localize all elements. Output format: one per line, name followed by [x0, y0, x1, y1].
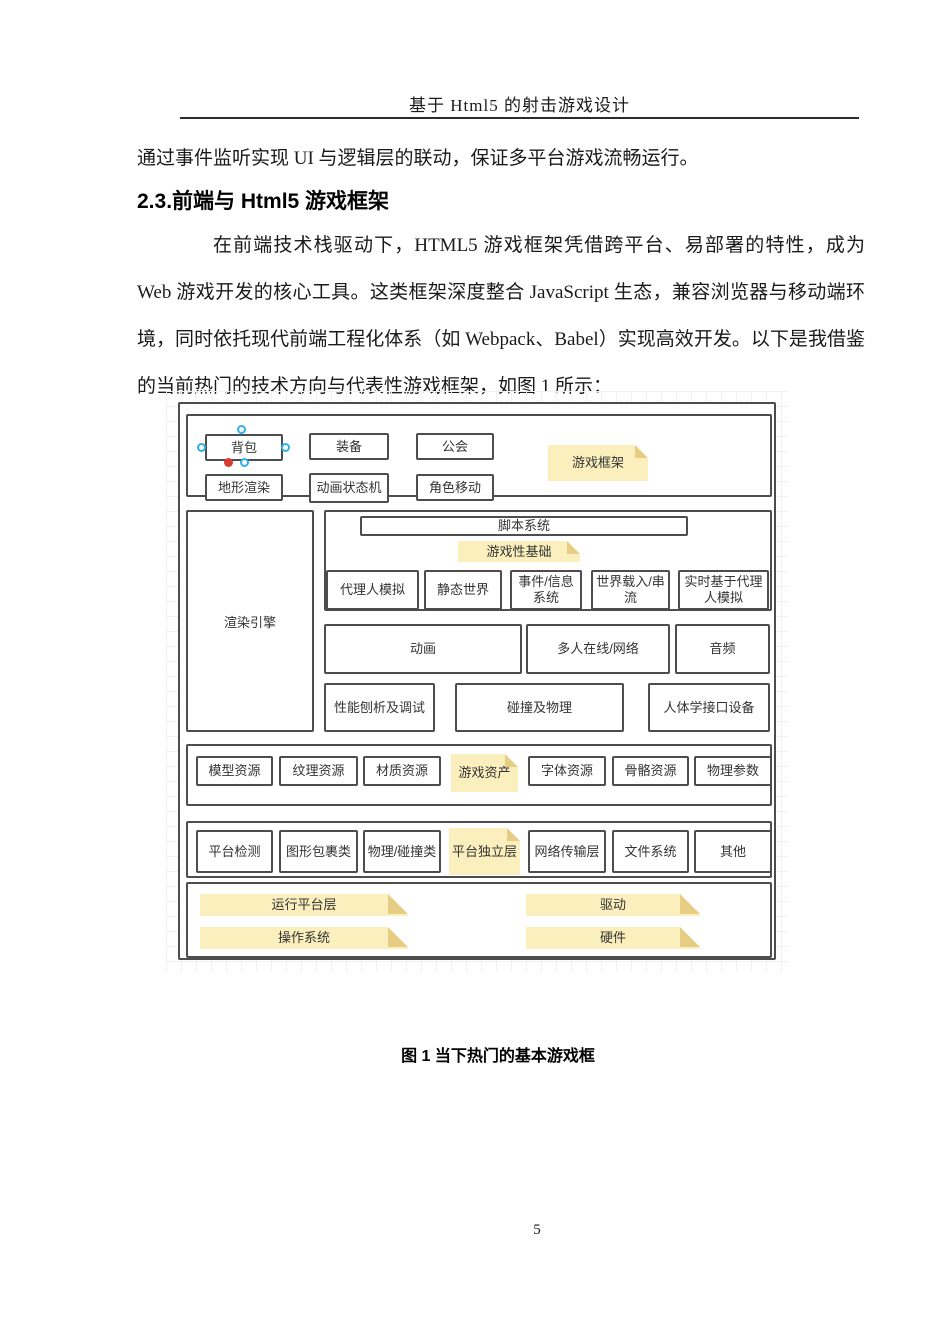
- note-drivers[interactable]: 驱动: [526, 894, 700, 916]
- box-physics-collision-wrapper[interactable]: 物理/碰撞类: [363, 830, 441, 873]
- box-static-world[interactable]: 静态世界: [424, 570, 502, 610]
- box-equipment[interactable]: 装备: [309, 433, 389, 460]
- game-framework-diagram[interactable]: 背包 装备 公会 游戏框架 地形渲染 动画状态机 角色移动 渲染引擎 脚本系统 …: [178, 402, 776, 960]
- box-guild[interactable]: 公会: [416, 433, 494, 460]
- body-paragraph: 在前端技术栈驱动下，HTML5 游戏框架凭借跨平台、易部署的特性，成为 Web …: [137, 235, 865, 397]
- box-character-move[interactable]: 角色移动: [416, 474, 494, 501]
- box-collision-physics[interactable]: 碰撞及物理: [455, 683, 624, 732]
- box-render-engine[interactable]: 渲染引擎: [186, 510, 314, 732]
- section-game-framework[interactable]: 背包 装备 公会 游戏框架 地形渲染 动画状态机 角色移动: [186, 414, 772, 503]
- note-runtime-platform-layer[interactable]: 运行平台层: [200, 894, 408, 916]
- box-network-transport-layer[interactable]: 网络传输层: [528, 830, 606, 873]
- box-event-message-system[interactable]: 事件/信息系统: [510, 570, 582, 610]
- selection-anchor-red-dot[interactable]: [224, 458, 233, 467]
- box-font-assets[interactable]: 字体资源: [528, 756, 606, 786]
- box-file-system[interactable]: 文件系统: [612, 830, 689, 873]
- box-terrain-render[interactable]: 地形渲染: [205, 474, 283, 501]
- section-game-assets[interactable]: 模型资源 纹理资源 材质资源 游戏资产 字体资源 骨骼资源 物理参数: [186, 744, 772, 806]
- box-multiplayer-network[interactable]: 多人在线/网络: [526, 624, 670, 674]
- box-human-interface-device[interactable]: 人体学接口设备: [648, 683, 770, 732]
- note-game-framework[interactable]: 游戏框架: [548, 445, 648, 481]
- box-profiling-debug[interactable]: 性能刨析及调试: [324, 683, 435, 732]
- box-skeleton-assets[interactable]: 骨骼资源: [612, 756, 689, 786]
- intro-paragraph: 通过事件监听实现 UI 与逻辑层的联动，保证多平台游戏流畅运行。: [137, 148, 699, 169]
- box-audio[interactable]: 音频: [675, 624, 770, 674]
- box-platform-detection[interactable]: 平台检测: [196, 830, 273, 873]
- note-gameplay-foundation[interactable]: 游戏性基础: [458, 541, 580, 562]
- selection-handle-bottom[interactable]: [240, 458, 249, 467]
- selection-handle-top[interactable]: [237, 425, 246, 434]
- box-other[interactable]: 其他: [694, 830, 772, 873]
- box-graphics-wrapper[interactable]: 图形包裹类: [279, 830, 358, 873]
- box-realtime-agent-simulation[interactable]: 实时基于代理人模拟: [678, 570, 769, 610]
- box-script-system[interactable]: 脚本系统: [360, 516, 688, 536]
- box-agent-simulation[interactable]: 代理人模拟: [326, 570, 419, 610]
- box-material-assets[interactable]: 材质资源: [363, 756, 441, 786]
- page-number: 5: [533, 1222, 541, 1238]
- box-anim-state-machine[interactable]: 动画状态机: [309, 473, 389, 503]
- box-backpack[interactable]: 背包: [205, 434, 283, 461]
- selection-handle-right[interactable]: [281, 443, 290, 452]
- box-model-assets[interactable]: 模型资源: [196, 756, 273, 786]
- note-platform-independent-layer[interactable]: 平台独立层: [449, 828, 520, 875]
- box-world-loading-streaming[interactable]: 世界载入/串流: [591, 570, 670, 610]
- note-hardware[interactable]: 硬件: [526, 927, 700, 949]
- section-runtime-platform[interactable]: 运行平台层 驱动 操作系统 硬件: [186, 882, 772, 958]
- note-game-assets[interactable]: 游戏资产: [451, 754, 518, 792]
- selection-handle-left[interactable]: [197, 443, 206, 452]
- header-rule: [180, 117, 859, 119]
- box-texture-assets[interactable]: 纹理资源: [279, 756, 358, 786]
- note-operating-system[interactable]: 操作系统: [200, 927, 408, 949]
- page-header-title: 基于 Html5 的射击游戏设计: [409, 96, 630, 115]
- section-heading: 2.3.前端与 Html5 游戏框架: [137, 190, 390, 213]
- box-physics-params[interactable]: 物理参数: [694, 756, 772, 786]
- section-platform-independent-layer[interactable]: 平台检测 图形包裹类 物理/碰撞类 平台独立层 网络传输层 文件系统 其他: [186, 821, 772, 878]
- box-animation[interactable]: 动画: [324, 624, 522, 674]
- figure-caption: 图 1 当下热门的基本游戏框: [401, 1048, 595, 1065]
